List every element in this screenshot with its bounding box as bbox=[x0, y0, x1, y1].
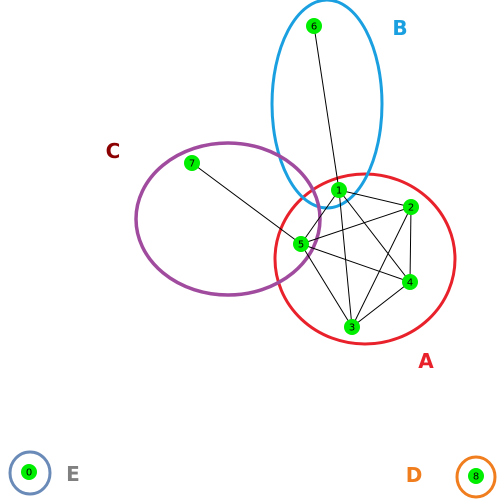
node-8-circle bbox=[468, 468, 484, 484]
node-1: 1 bbox=[331, 182, 347, 198]
hyperedge-label-layer: A B C D E bbox=[66, 16, 434, 487]
node-5-label: 5 bbox=[298, 240, 304, 251]
hyperedge-b-ellipse bbox=[270, 0, 384, 210]
node-3-label: 3 bbox=[349, 323, 355, 334]
edge-1-4 bbox=[338, 189, 411, 283]
edge-5-3 bbox=[300, 243, 353, 328]
edge-1-5 bbox=[300, 189, 340, 245]
node-2: 2 bbox=[403, 199, 419, 215]
hyperedge-layer bbox=[8, 0, 497, 499]
hyperedge-c-label: C bbox=[106, 139, 121, 163]
node-2-label: 2 bbox=[408, 203, 414, 214]
edge-1-2 bbox=[338, 189, 412, 208]
hyperedge-c-ellipse bbox=[134, 141, 322, 297]
node-layer: 0 1 2 3 4 5 6 7 8 bbox=[21, 18, 484, 484]
node-0: 0 bbox=[21, 464, 37, 480]
node-4-label: 4 bbox=[407, 278, 413, 289]
node-8-label: 8 bbox=[473, 472, 479, 483]
node-0-circle bbox=[21, 464, 37, 480]
node-3-circle bbox=[344, 319, 360, 335]
node-3: 3 bbox=[344, 319, 360, 335]
hyperedge-a-label: A bbox=[418, 349, 434, 373]
node-7-label: 7 bbox=[189, 159, 195, 170]
edge-layer bbox=[191, 25, 412, 328]
hyperedge-d-label: D bbox=[406, 463, 423, 487]
hyperedge-a-ellipse bbox=[273, 172, 457, 346]
node-0-label: 0 bbox=[26, 468, 32, 479]
node-6-label: 6 bbox=[311, 22, 317, 33]
edge-7-5 bbox=[191, 162, 302, 245]
edge-4-3 bbox=[351, 281, 411, 328]
node-7: 7 bbox=[184, 155, 200, 171]
hyperedge-e-label: E bbox=[66, 462, 80, 486]
node-4-circle bbox=[402, 274, 418, 290]
node-6: 6 bbox=[306, 18, 322, 34]
node-6-circle bbox=[306, 18, 322, 34]
node-1-label: 1 bbox=[336, 186, 342, 197]
hyperedge-d-ellipse bbox=[455, 455, 497, 499]
node-8: 8 bbox=[468, 468, 484, 484]
node-2-circle bbox=[403, 199, 419, 215]
edge-1-6 bbox=[313, 25, 340, 191]
node-5: 5 bbox=[293, 236, 309, 252]
node-5-circle bbox=[293, 236, 309, 252]
hyperedge-e-ellipse bbox=[8, 450, 52, 496]
edge-1-3 bbox=[338, 189, 353, 328]
node-1-circle bbox=[331, 182, 347, 198]
node-7-circle bbox=[184, 155, 200, 171]
edge-2-5 bbox=[300, 206, 412, 245]
edge-5-4 bbox=[300, 243, 411, 283]
edge-2-3 bbox=[351, 206, 412, 328]
node-4: 4 bbox=[402, 274, 418, 290]
edge-2-4 bbox=[409, 206, 412, 283]
hyperedge-b-label: B bbox=[392, 16, 407, 40]
